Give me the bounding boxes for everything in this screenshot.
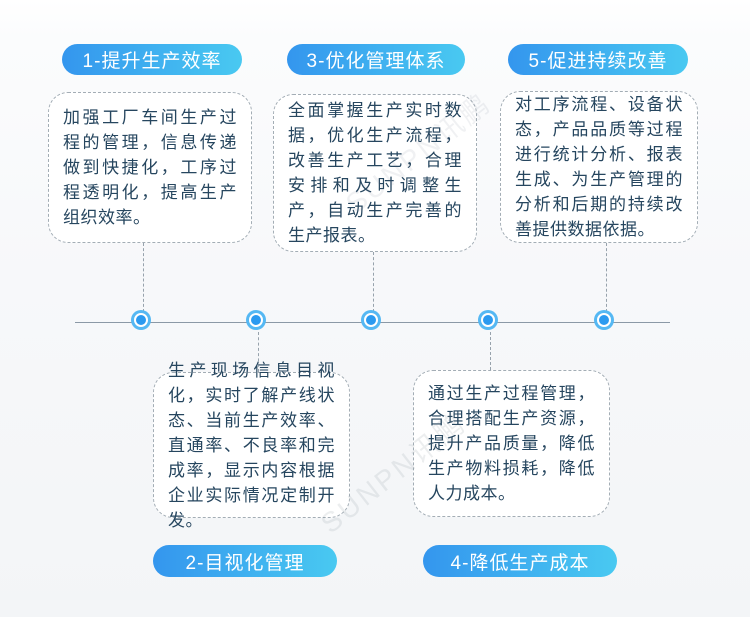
stage-pill-2: 2-目视化管理	[153, 545, 337, 577]
stage-card-4: 通过生产过程管理，合理搭配生产资源，提升产品质量，降低生产物料损耗，降低人力成本…	[413, 370, 610, 517]
timeline-dot-3	[364, 313, 378, 327]
stage-pill-3: 3-优化管理体系	[287, 44, 465, 75]
stage-description-3: 全面掌握生产实时数据，优化生产流程，改善生产工艺，合理安排和及时调整生产，自动生…	[288, 101, 462, 245]
connector-stage-4	[490, 332, 491, 370]
stage-card-3: 全面掌握生产实时数据，优化生产流程，改善生产工艺，合理安排和及时调整生产，自动生…	[273, 94, 477, 252]
connector-stage-5	[606, 243, 607, 312]
stage-description-5: 对工序流程、设备状态，产品品质等过程进行统计分析、报表生成、为生产管理的分析和后…	[515, 95, 683, 239]
timeline-dot-2	[249, 313, 263, 327]
stage-pill-4: 4-降低生产成本	[423, 545, 617, 577]
stage-description-4: 通过生产过程管理，合理搭配生产资源，提升产品质量，降低生产物料损耗，降低人力成本…	[428, 384, 595, 503]
stage-pill-1: 1-提升生产效率	[62, 44, 242, 75]
connector-stage-3	[373, 252, 374, 312]
stage-card-5: 对工序流程、设备状态，产品品质等过程进行统计分析、报表生成、为生产管理的分析和后…	[500, 91, 698, 243]
timeline-dot-5	[597, 313, 611, 327]
connector-stage-1	[143, 243, 144, 312]
connector-stage-2	[258, 332, 259, 372]
stage-pill-5: 5-促进持续改善	[508, 44, 688, 75]
stage-description-2: 生产现场信息目视化，实时了解产线状态、当前生产效率、直通率、不良率和完成率，显示…	[168, 360, 335, 530]
stage-card-1: 加强工厂车间生产过程的管理，信息传递做到快捷化，工序过程透明化，提高生产组织效率…	[48, 92, 252, 243]
timeline-dot-4	[481, 313, 495, 327]
stage-description-1: 加强工厂车间生产过程的管理，信息传递做到快捷化，工序过程透明化，提高生产组织效率…	[63, 108, 237, 227]
stage-card-2: 生产现场信息目视化，实时了解产线状态、当前生产效率、直通率、不良率和完成率，显示…	[153, 361, 350, 530]
timeline-dot-1	[134, 313, 148, 327]
